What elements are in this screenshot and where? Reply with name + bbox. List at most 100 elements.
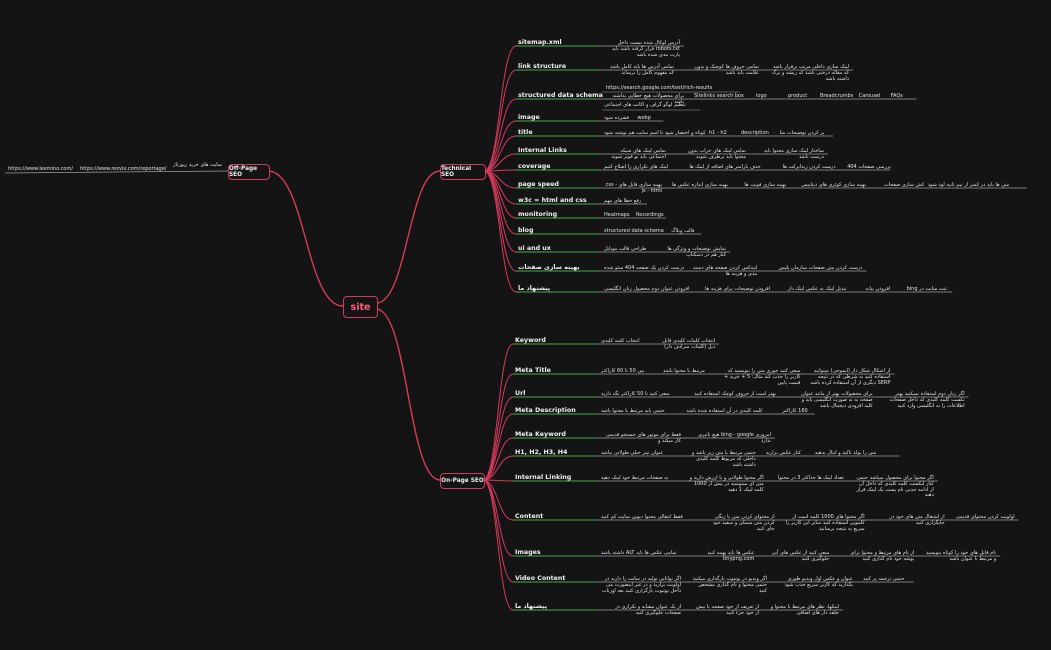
branch-leaf: فشرده شود <box>604 115 630 121</box>
branch-leaf: فقط انتقالی محتوا دیوین سایت کم کنید <box>601 514 683 520</box>
branch-label: Video Content <box>515 575 566 582</box>
branch-leaf: ایندکس کردن صفحه های دسته بندی و هزینه ه… <box>692 265 758 277</box>
edge-section-branch <box>482 396 514 481</box>
branch-leaf: تبدیل لینک به عکس لینک دار <box>787 286 847 292</box>
branch-leaf: Heatmaps <box>604 212 630 218</box>
branch-label: blog <box>518 227 534 234</box>
edge-section-branch <box>482 413 514 481</box>
onpage-seo-node[interactable]: On-Page SEO <box>440 473 485 489</box>
branch-leaf: از اشکال شکل دار (ایموجی) میتوانید استفا… <box>810 368 891 386</box>
branch-leaf: اولویت کردن محتوای قدیمی <box>955 514 1015 520</box>
branch-label: sitemap.xml <box>518 39 562 46</box>
branch-leaf: Carousel <box>858 93 881 99</box>
branch-leaf: اگر محتوا های 1000 کلمه است از کلموین اس… <box>785 514 865 532</box>
edge-root-onpage <box>375 308 441 481</box>
branch-label: پیشنهاد ما <box>518 285 551 292</box>
branch-leaf: تنظیم لوگو گراف و اکانت های اجتماعی <box>604 102 686 108</box>
edge-section-branch <box>482 373 514 481</box>
branch-leaf: https://search.google.com/test/rich-resu… <box>606 85 713 91</box>
branch-leaf: بین 50 تا 60 کاراکتر <box>601 368 645 374</box>
branch-leaf: لینک های تکراری را اصلاح کنیم <box>604 164 669 170</box>
branch-leaf: بهینه سازی فونت ها <box>744 182 787 188</box>
branch-leaf: تمامی لینک های شبکه اجتماعی باید تو فوتر… <box>611 148 666 160</box>
branch-leaf: افزودن توضیحات برای هزینه ها <box>705 286 770 292</box>
edge-section-branch <box>483 170 517 293</box>
branch-leaf: structured data schema <box>604 228 664 234</box>
branch-leaf: اگر ویدیو در یوتیوب بارگذاری میکنید حتمی… <box>692 576 767 594</box>
branch-leaf: به صفحات مرتبط خود لینک دهید <box>601 475 669 481</box>
branch-leaf: مرتبط با محتوا باشد <box>663 368 705 374</box>
branch-leaf: webp <box>637 115 651 121</box>
branch-leaf: product <box>788 93 808 99</box>
branch-leaf: از یک عنوان مشابه و تکراری در صفحات جلوگ… <box>615 604 681 616</box>
edge-section-branch <box>483 120 517 172</box>
branch-leaf: پر کردن توضیحات متا <box>779 130 825 136</box>
branch-label: image <box>518 114 540 121</box>
branch-leaf: تمامی عکس ها باید ALT داشته باشد <box>601 550 677 556</box>
branch-label: link structure <box>518 63 567 70</box>
edge-root-offpage <box>267 170 344 307</box>
branch-leaf: رفع خطا های مهم <box>604 198 642 204</box>
edge-section-branch <box>483 45 517 172</box>
branch-leaf: ساختار لینک سازی محتوا باید درست باشد <box>764 148 824 160</box>
branch-leaf: بهتر است از حروف کوچک استفاده کنید <box>694 391 776 397</box>
branch-leaf: کنار عکس بزارید <box>765 450 801 456</box>
edge-section-branch <box>483 170 517 272</box>
offpage-link: https://www.rezvix.com/reportage/ <box>80 166 167 172</box>
branch-label: بهینه سازی صفحات <box>518 264 580 271</box>
edge-section-branch <box>483 135 517 172</box>
branch-label: ui and ux <box>518 245 551 252</box>
branch-leaf: متن را بولد تاکید و ایتال بدهید <box>814 450 877 456</box>
edge-section-branch <box>482 479 514 583</box>
technical-seo-node[interactable]: Technical SEO <box>440 164 486 180</box>
branch-label: Keyword <box>515 337 546 344</box>
branch-leaf: کوتاه و اختصار شود تا اسم سایت هم نوشته … <box>604 130 706 136</box>
branch-leaf: نام فایل های خود را کوتاه بنویسید و مرتب… <box>925 550 997 562</box>
branch-leaf: تعداد لینک ها حداکثر 3 در محتوا <box>778 475 844 481</box>
branch-leaf: Recordings <box>636 212 664 218</box>
offpage-seo-node[interactable]: Off-Page SEO <box>228 164 270 180</box>
edge-section-branch <box>482 479 514 482</box>
branch-leaf: انتخاب کلمات کلیدی قابل دیل (کلمات متراد… <box>662 338 716 350</box>
branch-leaf: لینک سازی داخلی مرتب برقرار باشد که مقال… <box>771 64 849 82</box>
branch-leaf: از نام های مرتبط و محتوا برای پوشه خود ن… <box>850 550 915 562</box>
branch-leaf: تمامی لینک های خراب بدون محتوا باید برطر… <box>687 148 746 160</box>
branch-leaf: تمامی حروف ها کوچیک و بدون علامت باید با… <box>694 64 759 76</box>
branch-leaf: اگر زبان دوم استفاده نمیکنید بهتر نکست ک… <box>889 391 965 409</box>
branch-leaf: اگر محتوا طولانی و یا ارزش دارید و متن ا… <box>689 475 764 493</box>
edge-section-branch <box>483 170 517 253</box>
branch-label: Internal Linking <box>515 474 572 481</box>
branch-leaf: سعی کنید از عکس های آبی جلوگیری کنید <box>771 550 830 562</box>
branch-leaf: کش سازی صفحات <box>884 182 925 188</box>
branch-leaf: لینکها، نظر های مرتبط با محتوا و حلقه دا… <box>770 604 839 616</box>
branch-leaf: description <box>741 130 769 136</box>
branch-label: monitoring <box>518 211 558 218</box>
branch-label: Internal Links <box>518 147 567 154</box>
branch-leaf: عکس ها باید بهینه کنید tinypng.com <box>707 550 755 562</box>
branch-label: Meta Description <box>515 407 576 414</box>
branch-leaf: امروزی bing - google هیچ تاثیری ندارد <box>697 432 771 444</box>
branch-label: H1, H2, H3, H4 <box>515 449 568 456</box>
branch-leaf: درست کردن ریدایرکت ها <box>782 164 836 170</box>
branch-leaf: Sitelinks search box <box>694 93 744 99</box>
branch-leaf: برای محصولات هیچ خطایی نداشته باشد <box>612 93 684 105</box>
edge-section-branch <box>483 98 517 172</box>
branch-leaf: عنوان تیتر خیلی طولانی نباشد <box>601 450 664 456</box>
branch-leaf: قالب وبلاگ <box>671 228 695 234</box>
branch-leaf: برای محصولات بهتر از مانند عنوان صفحه به… <box>801 391 873 409</box>
branch-leaf: کلمه کلیدی در آن استفاده شده باشد <box>686 408 763 414</box>
branch-label: Images <box>515 549 541 556</box>
root-node[interactable]: site <box>343 296 378 318</box>
branch-leaf: نمایش توضیحات و ویژگی ها کنار هم در دسکت… <box>667 246 727 258</box>
branch-label: w3c = html and css <box>518 197 587 204</box>
branch-leaf: اگر توانایی تولید در سایت را دارید در او… <box>601 576 681 594</box>
branch-leaf: درست کردن یک صفحه 404 سئو شده <box>604 265 685 271</box>
branch-leaf: حتمی مرتبط با متن زیر باشد و داخلی که مر… <box>691 450 756 468</box>
branch-label: page speed <box>518 181 560 188</box>
branch-label: Url <box>515 390 526 397</box>
branch-label: coverage <box>518 163 551 170</box>
branch-leaf: آدرس لوکال شده نیست داخل robots.txt قرار… <box>612 40 680 58</box>
branch-label: پیشنهاد ما <box>515 603 548 610</box>
branch-leaf: انتخاب کلمه کلیدی <box>601 338 640 344</box>
branch-leaf: حذف پارامتر های اضافه از لینک ها <box>689 164 761 170</box>
